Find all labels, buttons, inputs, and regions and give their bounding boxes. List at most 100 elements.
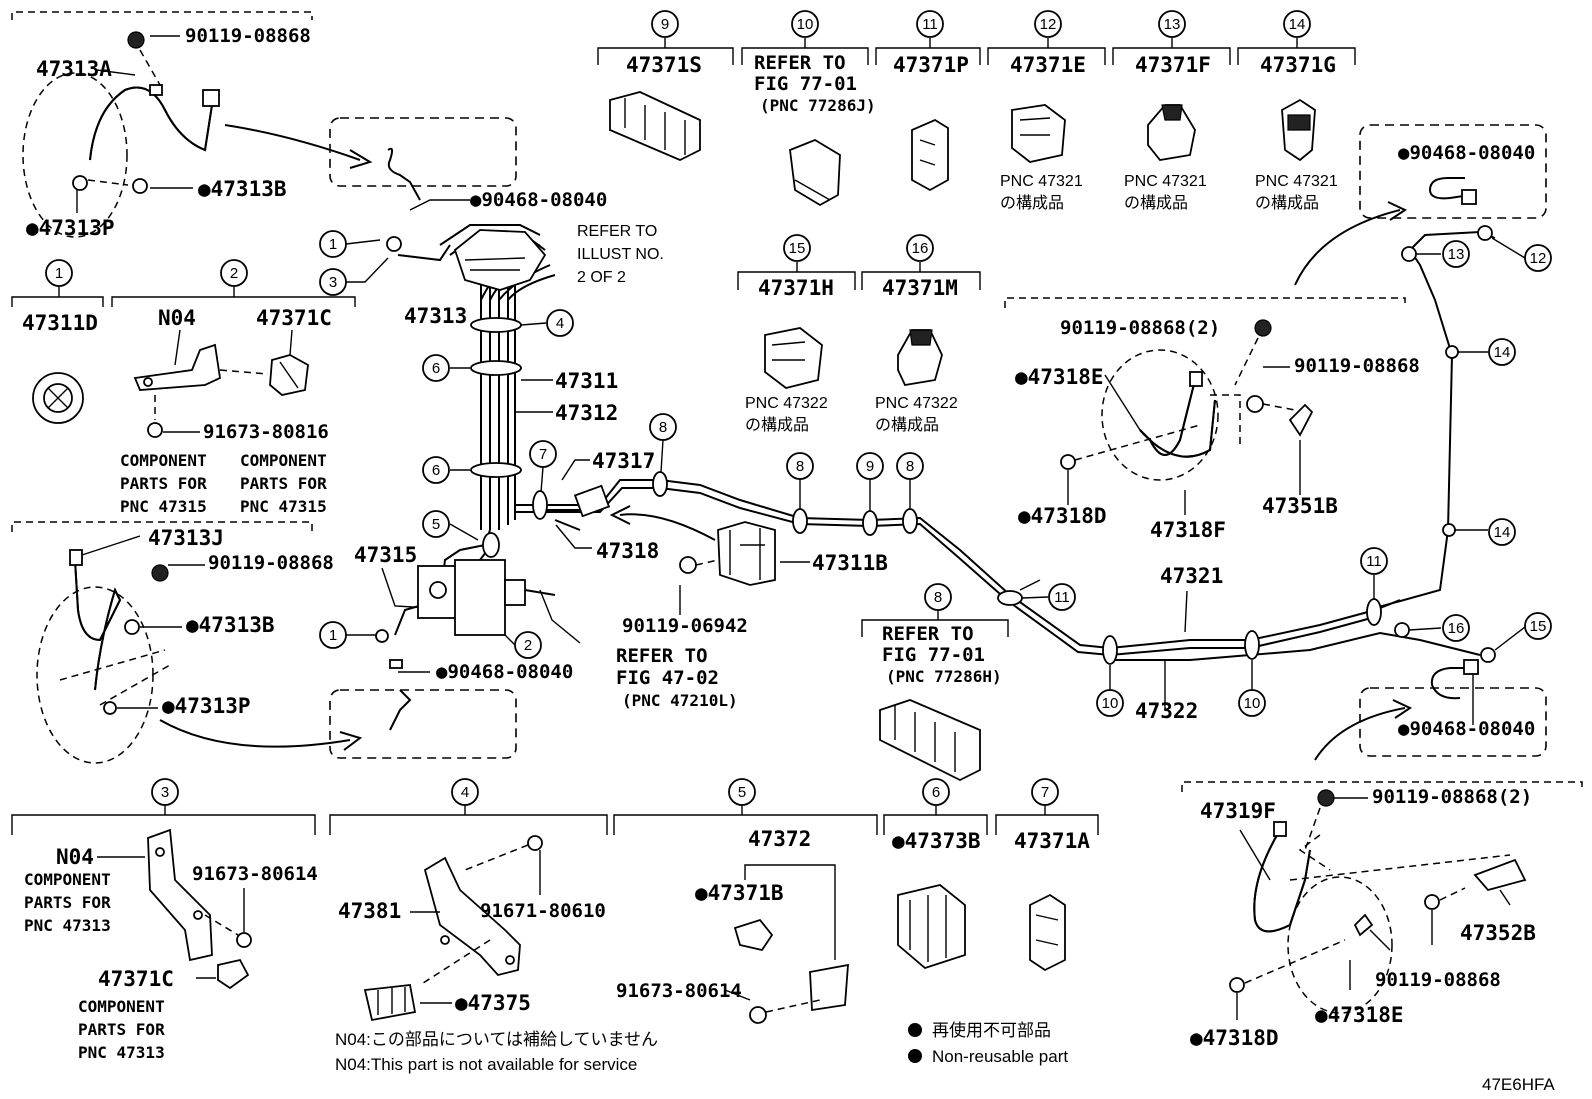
callout-12: 12	[1530, 250, 1547, 267]
label-47371S: 47371S	[626, 53, 702, 77]
flow-arrows	[159, 124, 1413, 761]
callout-9: 9	[661, 16, 669, 33]
label-47372: 47372	[748, 827, 811, 851]
label-47311: 47311	[555, 369, 618, 393]
callout-11: 11	[1054, 589, 1070, 606]
pipe-end-top-right	[1359, 124, 1547, 219]
callout-13: 13	[1164, 16, 1181, 33]
callout-1: 1	[55, 265, 63, 282]
callout-15: 15	[1530, 618, 1547, 635]
label-47322: 47322	[1135, 699, 1198, 723]
callout-13: 13	[1448, 246, 1465, 263]
legend-bullet	[908, 1049, 922, 1063]
callout-12: 12	[1040, 16, 1057, 33]
label-47313B: ●47313B	[186, 613, 275, 637]
callout-7: 7	[539, 446, 547, 463]
clip-details-15-16	[737, 262, 981, 389]
label-47313B: ●47313B	[198, 177, 287, 201]
hose-47319F-group	[1181, 781, 1583, 1020]
label-47381: 47381	[338, 899, 401, 923]
callout-4: 4	[461, 784, 469, 801]
callout-9: 9	[866, 458, 874, 475]
legend-jp: 再使用不可部品	[932, 1020, 1051, 1040]
bottom-details	[11, 803, 1099, 1024]
label-47371B: ●47371B	[695, 881, 784, 905]
label-91673-80816: 91673-80816	[203, 421, 329, 443]
callout-3: 3	[161, 784, 169, 801]
label-90119-08868: 90119-08868	[185, 25, 311, 47]
callout-8: 8	[659, 419, 667, 436]
label-47311D: 47311D	[22, 311, 98, 335]
callout-6: 6	[432, 360, 440, 377]
label-47313P: ●47313P	[26, 216, 115, 240]
label-90119-08868-2: 90119-08868(2)	[1372, 786, 1532, 808]
label-47319F: 47319F	[1200, 799, 1276, 823]
callout-6: 6	[432, 462, 440, 479]
callout-15: 15	[789, 240, 806, 257]
callout-14: 14	[1494, 524, 1511, 541]
label-47371F: 47371F	[1135, 53, 1211, 77]
pipe-end-bottom-right	[1359, 659, 1547, 757]
callout-1: 1	[329, 236, 337, 253]
callout-3: 3	[329, 274, 337, 291]
label-47373B: ●47373B	[892, 829, 981, 853]
label-47318F: 47318F	[1150, 518, 1226, 542]
legend-bullet	[908, 1023, 922, 1037]
callout-2: 2	[230, 265, 238, 282]
label-47371C: 47371C	[256, 306, 332, 330]
label-90119-08868: 90119-08868	[208, 552, 334, 574]
clip-details-top	[597, 38, 1356, 207]
label-47312: 47312	[555, 401, 618, 425]
label-47371C: 47371C	[98, 967, 174, 991]
callout-10: 10	[1102, 695, 1119, 712]
callout-5: 5	[432, 516, 440, 533]
notes: N04:この部品については補給していません N04:This part is n…	[335, 1020, 1555, 1094]
label-47317: 47317	[592, 449, 655, 473]
callout-8: 8	[796, 458, 804, 475]
callout-16: 16	[912, 240, 929, 257]
label-91673-80614: 91673-80614	[192, 863, 318, 885]
callout-5: 5	[738, 784, 746, 801]
junction-block-47313	[453, 229, 547, 291]
label-47352B: 47352B	[1460, 921, 1536, 945]
label-90119-08868: 90119-08868	[1294, 355, 1420, 377]
label-47315: 47315	[354, 543, 417, 567]
callout-11: 11	[922, 16, 938, 33]
callout-14: 14	[1494, 344, 1511, 361]
label-91673-80614: 91673-80614	[616, 980, 742, 1002]
label-47313J: 47313J	[148, 526, 224, 550]
label-47311B: 47311B	[812, 551, 888, 575]
label-47371M: 47371M	[882, 276, 958, 300]
callout-7: 7	[1041, 784, 1049, 801]
legend-en: Non-reusable part	[932, 1047, 1068, 1066]
hose-47313A-group	[11, 11, 517, 238]
note-n04-jp: N04:この部品については補給していません	[335, 1030, 658, 1049]
label-47371A: 47371A	[1014, 829, 1090, 853]
label-47318D: ●47318D	[1190, 1026, 1279, 1050]
label-47318: 47318	[596, 539, 659, 563]
clamp-47311B	[679, 521, 776, 586]
part-labels: 47313A 90119-08868 ●47313B ●47313P ●9046…	[22, 25, 1536, 1050]
label-47318D: ●47318D	[1018, 504, 1107, 528]
label-90468-08040: ●90468-08040	[436, 661, 573, 683]
label-90468-08040: ●90468-08040	[1398, 718, 1535, 740]
label-90468-08040: ●90468-08040	[470, 189, 607, 211]
label-90468-08040: ●90468-08040	[1398, 142, 1535, 164]
callout-1: 1	[329, 627, 337, 644]
note-n04-en: N04:This part is not available for servi…	[335, 1055, 637, 1074]
label-47371H: 47371H	[758, 276, 834, 300]
label-47321: 47321	[1160, 564, 1223, 588]
callout-8: 8	[906, 458, 914, 475]
